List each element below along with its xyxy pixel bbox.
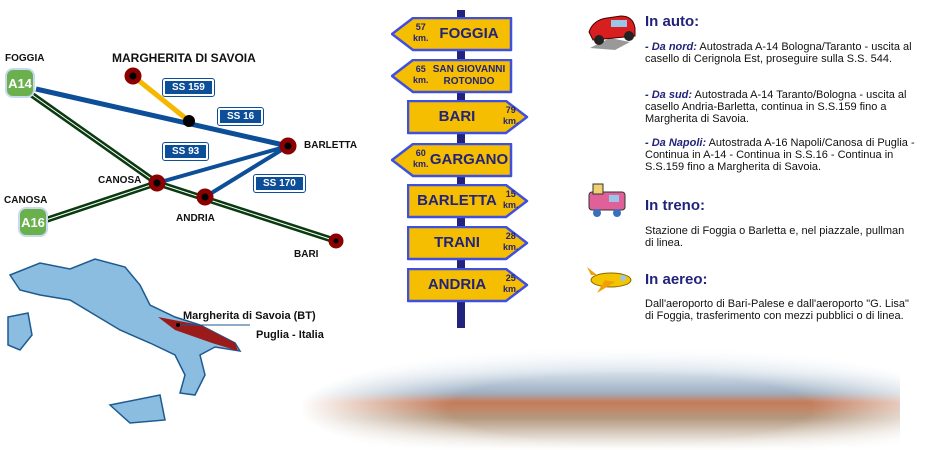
sign-destination: GARGANO: [429, 151, 509, 168]
train-icon: [588, 183, 626, 217]
car-icon: [588, 15, 636, 50]
location-label: Margherita di Savoia (BT): [183, 310, 316, 322]
auto-text: Autostrada A-14 Taranto/Bologna - uscita…: [645, 89, 907, 125]
city-marker-margherita: [124, 67, 142, 85]
city-marker-andria: [196, 188, 214, 206]
motorway-lines: [26, 89, 337, 244]
city-marker-canosa: [148, 174, 166, 192]
city-marker-bari: [328, 233, 344, 249]
region-label: Puglia - Italia: [256, 329, 324, 341]
city-label-canosa-exit: CANOSA: [4, 195, 48, 206]
section-title-aereo: In aereo:: [645, 271, 708, 288]
city-label-canosa: CANOSA: [98, 175, 142, 186]
auto-lead: - Da nord:: [645, 41, 697, 53]
city-marker-barletta: [279, 137, 297, 155]
auto-item-sud: - Da sud: Autostrada A-14 Taranto/Bologn…: [645, 89, 915, 125]
auto-item-napoli: - Da Napoli: Autostrada A-16 Napoli/Cano…: [645, 137, 915, 173]
road-badge-ss170: SS 170: [253, 174, 306, 193]
sign-destination: TRANI: [434, 234, 480, 251]
road-badge-ss16: SS 16: [216, 107, 265, 126]
section-title-auto: In auto:: [645, 13, 700, 30]
sign-destination: ANDRIA: [427, 276, 487, 293]
city-label-foggia: FOGGIA: [5, 53, 45, 64]
treno-text: Stazione di Foggia o Barletta e, nel pia…: [645, 225, 905, 249]
auto-text: Autostrada A-14 Bologna/Taranto - uscita…: [645, 41, 912, 65]
airplane-icon: [587, 267, 632, 293]
section-title-treno: In treno:: [645, 197, 705, 214]
auto-item-nord: - Da nord: Autostrada A-14 Bologna/Taran…: [645, 41, 915, 65]
aereo-text: Dall'aeroporto di Bari-Palese e dall'aer…: [645, 298, 909, 322]
city-label-andria: ANDRIA: [176, 213, 215, 224]
sign-destination: BARI: [438, 108, 476, 125]
sign-destination: BARLETTA: [417, 192, 497, 209]
junction-marker: [183, 115, 195, 127]
map-title: MARGHERITA DI SAVOIA: [112, 51, 256, 65]
auto-lead: - Da Napoli:: [645, 137, 707, 149]
beach-photo: [300, 345, 900, 450]
road-badge-ss159: SS 159: [162, 78, 215, 97]
sign-destination: FOGGIA: [439, 25, 499, 42]
italy-map: [7, 258, 250, 424]
auto-lead: - Da sud:: [645, 89, 693, 101]
city-label-bari: BARI: [294, 249, 319, 260]
road-map: [26, 67, 344, 249]
road-badge-ss93: SS 93: [161, 142, 210, 161]
city-label-barletta: BARLETTA: [304, 140, 358, 151]
auto-text: Autostrada A-16 Napoli/Canosa di Puglia …: [645, 137, 915, 173]
sign-destination: SAN GIOVANNI ROTONDO: [432, 64, 506, 87]
motorway-badge-a16: A16: [20, 209, 46, 235]
state-road-lines: [35, 74, 290, 199]
motorway-badge-a14: A14: [7, 70, 33, 96]
